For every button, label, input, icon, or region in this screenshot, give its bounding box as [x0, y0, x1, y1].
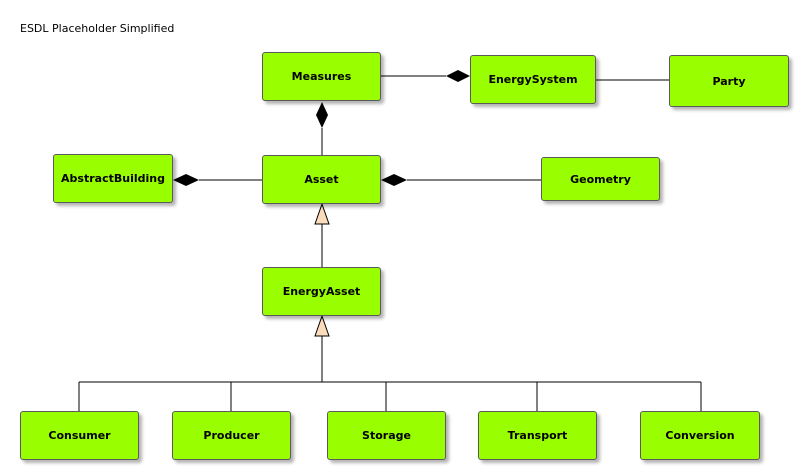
class-conversion[interactable]: Conversion: [640, 411, 760, 460]
class-asset[interactable]: Asset: [262, 155, 381, 204]
class-energy-system[interactable]: EnergySystem: [470, 55, 596, 104]
asset-generalization-arrow: [314, 202, 330, 225]
class-storage[interactable]: Storage: [327, 411, 446, 460]
energysystem-composition-diamond: [446, 70, 470, 82]
class-consumer[interactable]: Consumer: [20, 411, 139, 460]
class-abstract-building[interactable]: AbstractBuilding: [53, 154, 173, 203]
class-party[interactable]: Party: [669, 55, 789, 107]
class-geometry[interactable]: Geometry: [541, 157, 660, 201]
class-measures[interactable]: Measures: [262, 52, 381, 101]
class-transport[interactable]: Transport: [478, 411, 597, 460]
class-energy-asset[interactable]: EnergyAsset: [262, 267, 381, 316]
asset-composition-diamond: [381, 174, 407, 186]
abstractbuilding-composition-diamond: [173, 174, 199, 186]
class-producer[interactable]: Producer: [172, 411, 291, 460]
energyasset-generalization-arrow: [314, 314, 330, 337]
diagram-title: ESDL Placeholder Simplified: [20, 22, 175, 35]
measures-composition-diamond: [316, 102, 328, 128]
